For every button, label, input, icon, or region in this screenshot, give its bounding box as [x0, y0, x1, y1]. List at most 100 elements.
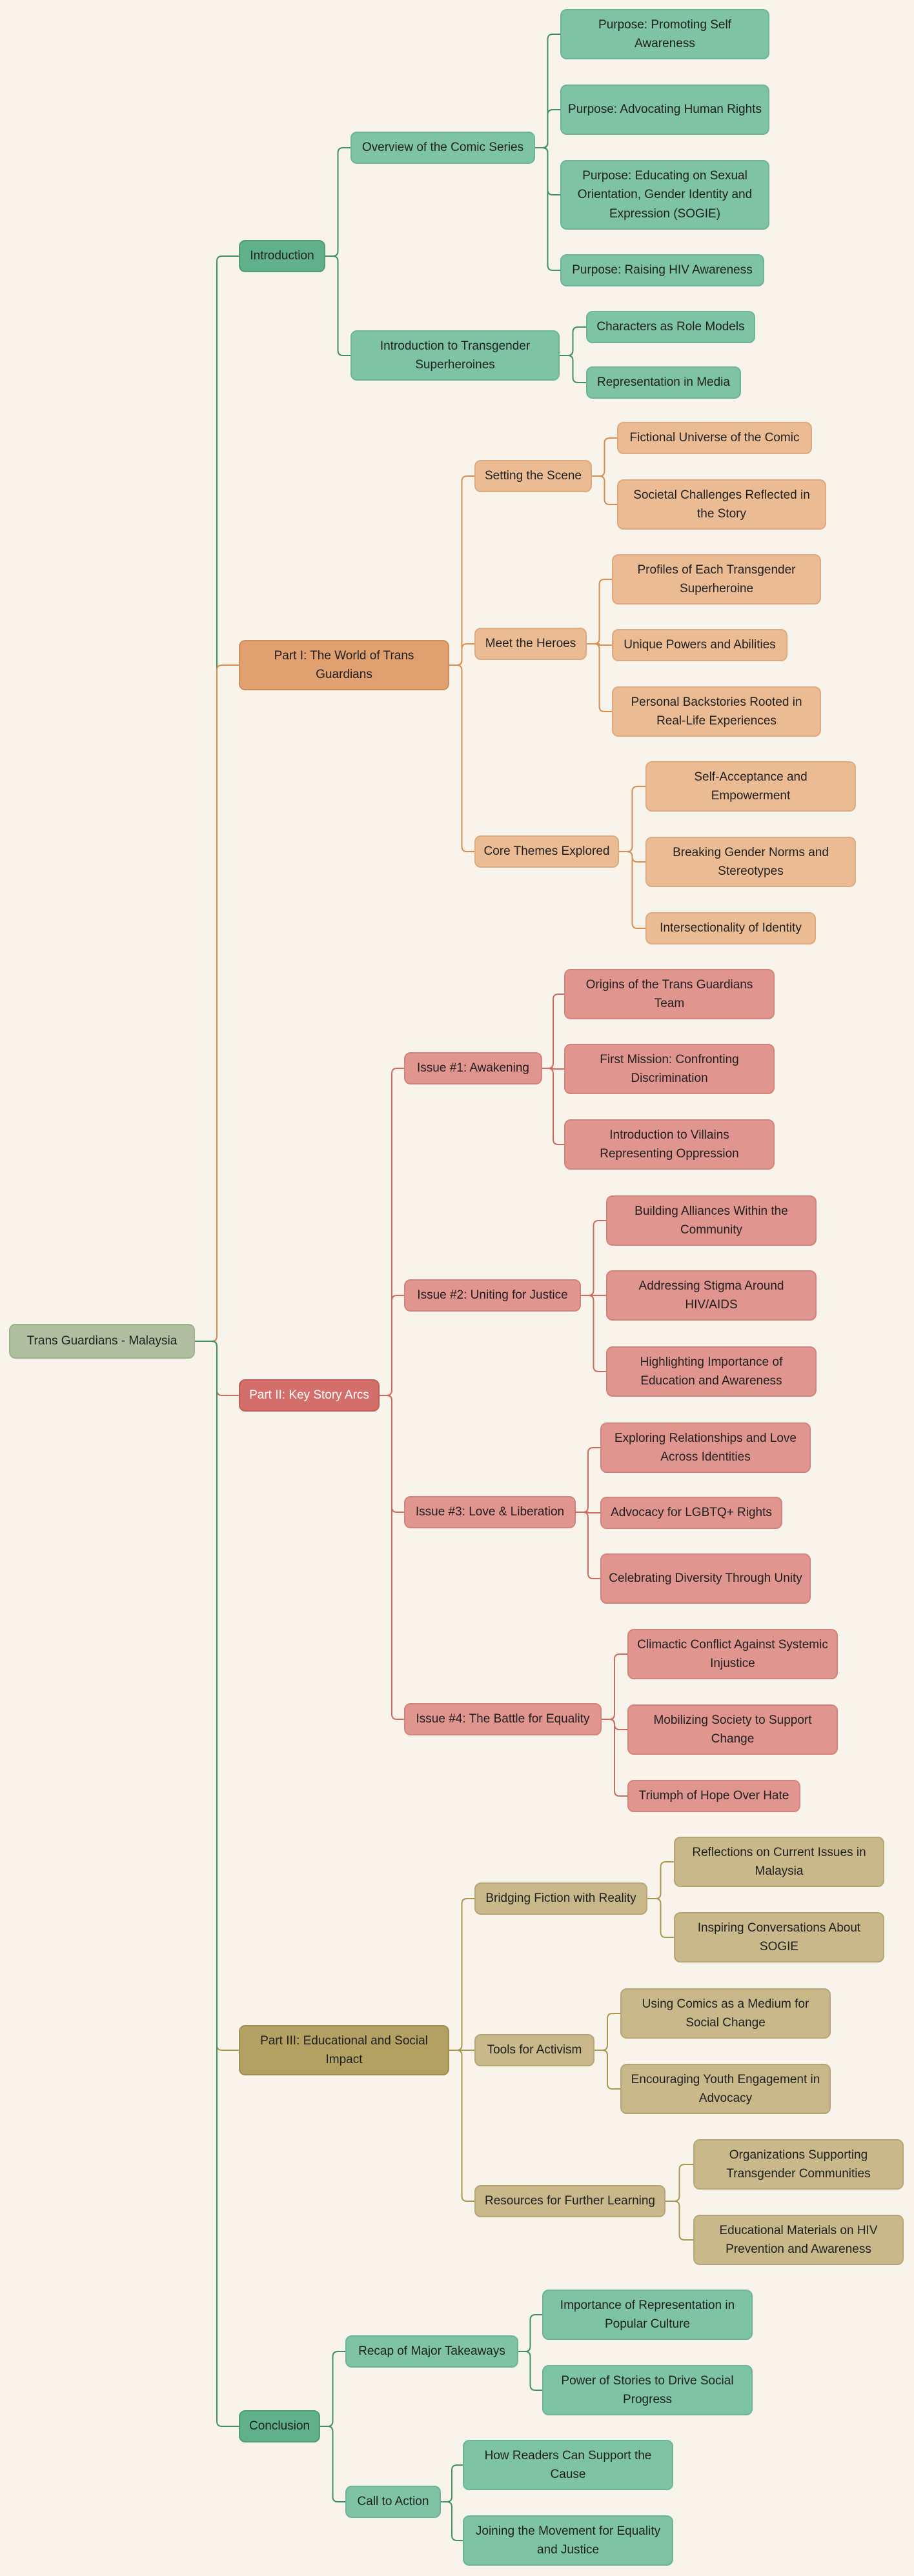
leaf-node[interactable]: Societal Challenges Reflected in the Sto… [617, 479, 826, 530]
topic-node[interactable]: Issue #4: The Battle for Equality [404, 1703, 602, 1735]
leaf-node[interactable]: Origins of the Trans Guardians Team [564, 969, 775, 1019]
connector-topic-leaf [560, 355, 586, 383]
connector-branch-topic [320, 2351, 345, 2427]
topic-node[interactable]: Resources for Further Learning [474, 2185, 665, 2217]
leaf-node[interactable]: Inspiring Conversations About SOGIE [674, 1912, 884, 1962]
leaf-node[interactable]: Exploring Relationships and Love Across … [600, 1423, 811, 1473]
topic-node[interactable]: Issue #1: Awakening [404, 1052, 542, 1084]
leaf-node[interactable]: Addressing Stigma Around HIV/AIDS [606, 1270, 817, 1321]
leaf-node[interactable]: Organizations Supporting Transgender Com… [693, 2139, 904, 2190]
branch-node[interactable]: Conclusion [239, 2410, 320, 2442]
topic-node[interactable]: Setting the Scene [474, 460, 592, 492]
connector-topic-leaf [665, 2201, 693, 2241]
branch-node[interactable]: Part III: Educational and Social Impact [239, 2025, 449, 2075]
connector-topic-leaf [581, 1295, 606, 1372]
connector-topic-leaf [647, 1861, 674, 1899]
leaf-node[interactable]: Advocacy for LGBTQ+ Rights [600, 1497, 782, 1529]
leaf-node[interactable]: Highlighting Importance of Education and… [606, 1346, 817, 1397]
connector-topic-leaf [587, 643, 612, 712]
topic-node[interactable]: Core Themes Explored [474, 835, 619, 868]
connector-topic-leaf [619, 786, 645, 852]
connector-topic-leaf [518, 2314, 542, 2352]
leaf-node[interactable]: Unique Powers and Abilities [612, 629, 787, 661]
leaf-node[interactable]: Importance of Representation in Popular … [542, 2290, 753, 2340]
leaf-node[interactable]: Representation in Media [586, 366, 741, 399]
connector-branch-topic [380, 1295, 404, 1396]
connector-topic-leaf [542, 993, 564, 1069]
topic-node[interactable]: Overview of the Comic Series [350, 132, 535, 164]
leaf-node[interactable]: Building Alliances Within the Community [606, 1195, 817, 1246]
branch-node[interactable]: Part II: Key Story Arcs [239, 1379, 380, 1412]
leaf-node[interactable]: Mobilizing Society to Support Change [627, 1704, 838, 1755]
leaf-node[interactable]: Intersectionality of Identity [645, 912, 816, 944]
connector-topic-leaf [518, 2351, 542, 2391]
connector-topic-leaf [594, 2050, 620, 2090]
leaf-node[interactable]: How Readers Can Support the Cause [463, 2440, 673, 2490]
connector-topic-leaf [619, 851, 645, 929]
connector-topic-leaf [560, 326, 586, 356]
connector-topic-leaf [647, 1898, 674, 1938]
leaf-node[interactable]: First Mission: Confronting Discriminatio… [564, 1044, 775, 1094]
connector-topic-leaf [587, 643, 612, 646]
leaf-node[interactable]: Purpose: Promoting Self Awareness [560, 9, 769, 59]
connector-branch-topic [449, 643, 474, 666]
branch-node[interactable]: Introduction [239, 240, 325, 272]
branch-node[interactable]: Part I: The World of Trans Guardians [239, 640, 449, 690]
leaf-node[interactable]: Self-Acceptance and Empowerment [645, 761, 856, 812]
connector-topic-leaf [535, 109, 560, 148]
connector-topic-leaf [602, 1719, 627, 1797]
leaf-node[interactable]: Triumph of Hope Over Hate [627, 1780, 800, 1812]
connector-topic-leaf [602, 1653, 627, 1720]
connector-topic-leaf [542, 1068, 564, 1070]
leaf-node[interactable]: Reflections on Current Issues in Malaysi… [674, 1837, 884, 1887]
connector-topic-leaf [535, 147, 560, 271]
leaf-node[interactable]: Introduction to Villains Representing Op… [564, 1119, 775, 1170]
leaf-node[interactable]: Purpose: Advocating Human Rights [560, 85, 769, 135]
connector-branch-topic [325, 147, 350, 257]
topic-node[interactable]: Tools for Activism [474, 2034, 594, 2066]
leaf-node[interactable]: Using Comics as a Medium for Social Chan… [620, 1988, 831, 2039]
leaf-node[interactable]: Power of Stories to Drive Social Progres… [542, 2365, 753, 2415]
connector-root-branch [195, 664, 239, 1342]
connector-topic-leaf [441, 2464, 463, 2502]
connector-root-branch [195, 1341, 239, 2427]
leaf-node[interactable]: Breaking Gender Norms and Stereotypes [645, 837, 856, 887]
connector-topic-leaf [587, 579, 612, 644]
leaf-node[interactable]: Encouraging Youth Engagement in Advocacy [620, 2064, 831, 2114]
leaf-node[interactable]: Educational Materials on HIV Prevention … [693, 2215, 904, 2265]
leaf-node[interactable]: Celebrating Diversity Through Unity [600, 1553, 811, 1604]
connector-topic-leaf [665, 2164, 693, 2202]
leaf-node[interactable]: Personal Backstories Rooted in Real-Life… [612, 686, 821, 737]
leaf-node[interactable]: Profiles of Each Transgender Superheroin… [612, 554, 821, 604]
root-node[interactable]: Trans Guardians - Malaysia [9, 1324, 195, 1359]
connector-topic-leaf [576, 1512, 600, 1513]
connector-branch-topic [449, 1898, 474, 2051]
leaf-node[interactable]: Fictional Universe of the Comic [617, 422, 812, 454]
leaf-node[interactable]: Climactic Conflict Against Systemic Inju… [627, 1629, 838, 1679]
connector-topic-leaf [576, 1447, 600, 1513]
connector-topic-leaf [576, 1512, 600, 1579]
connector-topic-leaf [594, 2013, 620, 2051]
connector-branch-topic [325, 255, 350, 356]
leaf-node[interactable]: Purpose: Educating on Sexual Orientation… [560, 160, 769, 230]
topic-node[interactable]: Recap of Major Takeaways [345, 2335, 518, 2368]
topic-node[interactable]: Meet the Heroes [474, 628, 587, 660]
leaf-node[interactable]: Purpose: Raising HIV Awareness [560, 254, 764, 286]
connector-branch-topic [449, 664, 474, 852]
connector-branch-topic [320, 2426, 345, 2502]
topic-node[interactable]: Call to Action [345, 2486, 441, 2518]
connector-branch-topic [449, 2050, 474, 2202]
leaf-node[interactable]: Characters as Role Models [586, 311, 755, 343]
leaf-node[interactable]: Joining the Movement for Equality and Ju… [463, 2515, 673, 2566]
topic-node[interactable]: Introduction to Transgender Superheroine… [350, 330, 560, 381]
connector-topic-leaf [592, 437, 617, 477]
topic-node[interactable]: Issue #2: Uniting for Justice [404, 1279, 581, 1312]
connector-topic-leaf [542, 1068, 564, 1145]
connector-branch-topic [380, 1395, 404, 1720]
topic-node[interactable]: Bridging Fiction with Reality [474, 1882, 647, 1915]
topic-node[interactable]: Issue #3: Love & Liberation [404, 1496, 576, 1528]
connector-topic-leaf [581, 1220, 606, 1296]
connector-topic-leaf [592, 475, 617, 505]
